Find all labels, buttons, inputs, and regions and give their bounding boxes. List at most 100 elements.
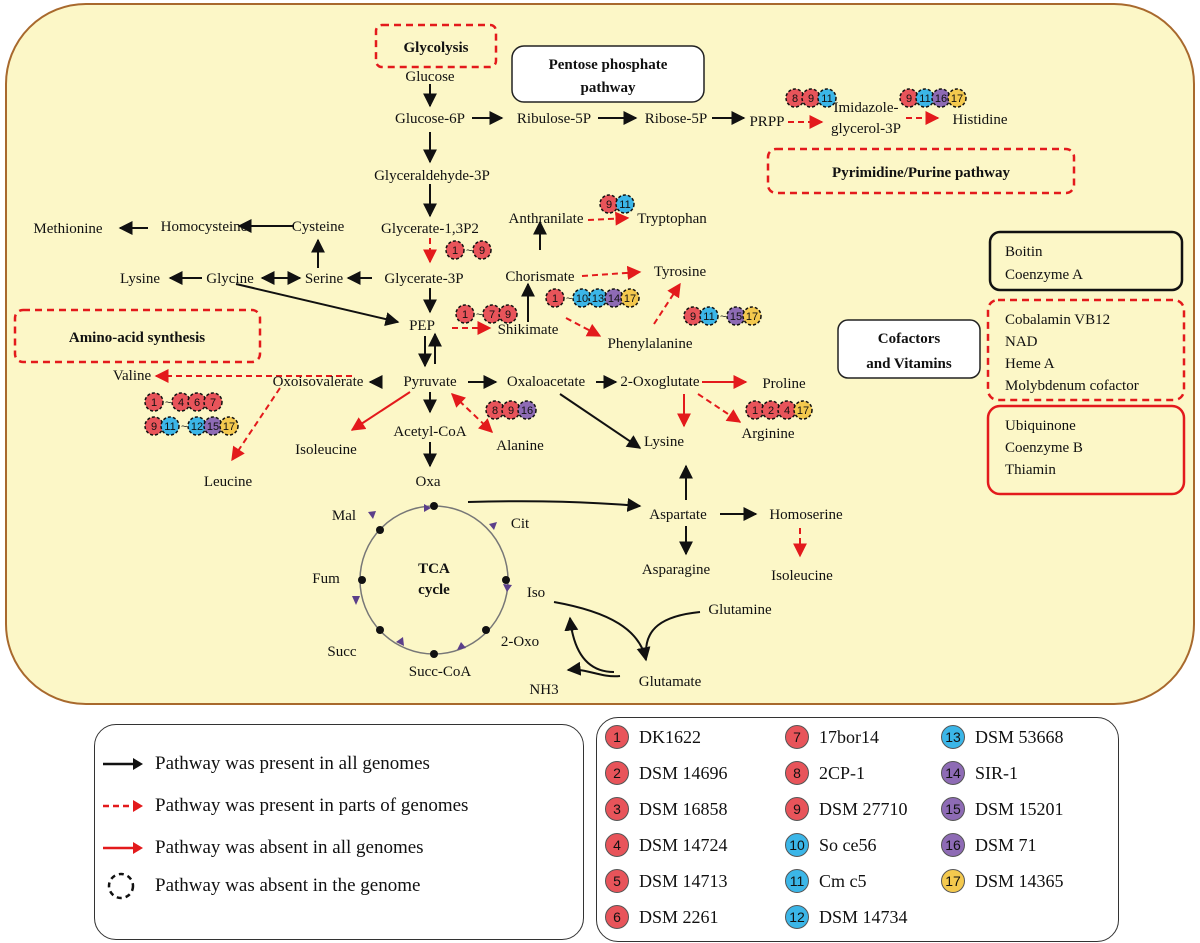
cell-background — [5, 3, 1195, 705]
genome-badge-17 — [742, 306, 762, 326]
pentose-title-1: Pentose phosphate — [549, 57, 668, 73]
genome-badge-11 — [817, 88, 837, 108]
legend-absent-genome-label: Pathway was absent in the genome — [155, 875, 421, 896]
node-proline: Proline — [762, 376, 806, 392]
node-methionine: Methionine — [33, 221, 102, 237]
node-prpp: PRPP — [749, 114, 784, 130]
badge-tilde: ~ — [165, 397, 171, 409]
genome-badge-number: 7 — [489, 309, 495, 321]
genome-number-circle: 17 — [941, 869, 965, 893]
genome-badge-number: 11 — [619, 199, 630, 211]
genome-badge-9 — [498, 304, 518, 324]
genome-badge-number: 1 — [552, 293, 558, 305]
genome-number-circle: 1 — [605, 725, 629, 749]
node-oxa: Oxa — [416, 474, 441, 490]
genome-name: SIR-1 — [975, 762, 1019, 783]
black-arrows — [118, 84, 758, 678]
legend-present-parts-label: Pathway was present in parts of genomes — [155, 795, 469, 816]
pentose-box — [511, 45, 705, 103]
node-ribulose-5p: Ribulose-5P — [517, 111, 591, 127]
genome-badge-9 — [472, 240, 492, 260]
amino-acid-box — [13, 308, 262, 364]
arrow-legend: Pathway was present in all genomes Pathw… — [94, 724, 584, 940]
node-aspartate: Aspartate — [649, 507, 707, 523]
node-oxaloacetate: Oxaloacetate — [507, 374, 586, 390]
genome-legend-item: 11 Cm c5 — [785, 868, 867, 894]
genome-badge-7 — [203, 392, 223, 412]
genome-legend-item: 10 So ce56 — [785, 832, 877, 858]
node-glutamate: Glutamate — [639, 674, 702, 690]
genome-badge-number: 8 — [492, 405, 498, 417]
cofactor-cobalamin: Cobalamin VB12 — [1005, 312, 1110, 328]
genome-number-circle: 10 — [785, 833, 809, 857]
cofactor-coenzyme-b: Coenzyme B — [1005, 440, 1083, 456]
genome-number-circle: 14 — [941, 761, 965, 785]
node-glycerate-13p2: Glycerate-1,3P2 — [381, 221, 479, 237]
node-serine: Serine — [305, 271, 344, 287]
legend-absent-all-label: Pathway was absent in all genomes — [155, 837, 424, 858]
genome-badge-number: 6 — [194, 397, 200, 409]
pyrimidine-title: Pyrimidine/Purine pathway — [832, 165, 1010, 181]
node-acetyl-coa: Acetyl-CoA — [393, 424, 466, 440]
node-glucose: Glucose — [405, 69, 454, 85]
genome-badge-number: 13 — [592, 293, 604, 305]
node-homoserine: Homoserine — [769, 507, 843, 523]
cofactor-nad: NAD — [1005, 334, 1038, 350]
node-mal: Mal — [332, 508, 356, 524]
node-asparagine: Asparagine — [642, 562, 711, 578]
node-phenylalanine: Phenylalanine — [608, 336, 693, 352]
badge-tilde: ~ — [720, 311, 726, 323]
genome-number-circle: 6 — [605, 905, 629, 929]
genome-number-circle: 11 — [785, 869, 809, 893]
genome-badge-number: 12 — [191, 421, 203, 433]
genome-badge-number: 16 — [935, 93, 947, 105]
node-tryptophan: Tryptophan — [637, 211, 707, 227]
genome-name: So ce56 — [819, 834, 877, 855]
cofactor-box-red-solid — [986, 404, 1186, 496]
legend-row-present-parts: Pathway was present in parts of genomes — [101, 793, 468, 819]
node-glyceraldehyde-3p: Glyceraldehyde-3P — [374, 168, 490, 184]
pyrimidine-box — [766, 147, 1076, 195]
genome-badge-number: 9 — [505, 309, 511, 321]
genome-badge-number: 17 — [746, 311, 758, 323]
cofactor-molybdenum: Molybdenum cofactor — [1005, 378, 1139, 394]
node-lysine-right: Lysine — [644, 434, 684, 450]
genome-badge-number: 11 — [919, 93, 930, 105]
genome-name: Cm c5 — [819, 870, 867, 891]
genome-name: DSM 14365 — [975, 870, 1064, 891]
node-cysteine: Cysteine — [292, 219, 345, 235]
tca-arrowheads — [352, 504, 512, 650]
cofactors-title-2: and Vitamins — [866, 356, 952, 372]
legend-dashed-circle-icon — [107, 872, 135, 900]
node-pep: PEP — [409, 318, 435, 334]
genome-badge-number: 1 — [452, 245, 458, 257]
genome-badge-number: 2 — [768, 405, 774, 417]
genome-number-circle: 2 — [605, 761, 629, 785]
genome-badge-number: 11 — [821, 93, 832, 105]
tca-dots — [358, 502, 510, 658]
genome-name: DSM 15201 — [975, 798, 1064, 819]
pentose-title-2: pathway — [580, 80, 636, 96]
genome-badge-1 — [144, 392, 164, 412]
node-labels: Glucose Glucose-6P Ribulose-5P Ribose-5P… — [33, 69, 1007, 698]
tca-title-1: TCA — [418, 561, 450, 577]
legend-red-dashed-arrow-icon — [103, 800, 143, 812]
node-histidine: Histidine — [953, 112, 1008, 128]
genome-badge-number: 15 — [730, 311, 742, 323]
badge-tilde: ~ — [476, 309, 482, 321]
node-alanine: Alanine — [496, 438, 544, 454]
